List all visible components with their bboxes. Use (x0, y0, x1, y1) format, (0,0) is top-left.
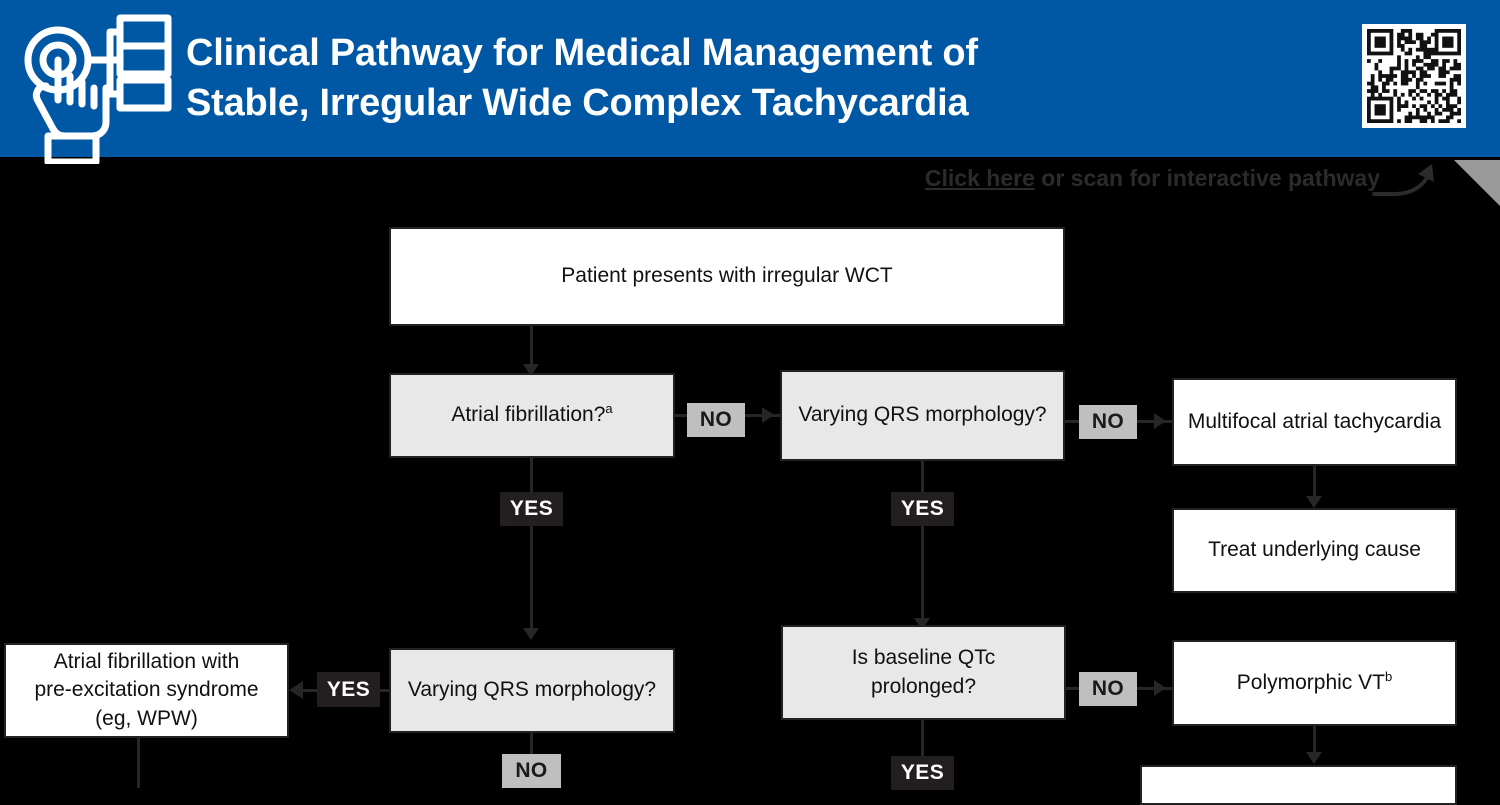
qr-code-canvas (1367, 29, 1461, 123)
connector-qtc-yes (921, 720, 924, 760)
page-title-line1: Clinical Pathway for Medical Management … (186, 32, 978, 74)
node-atrial-fibrillation-question-label: Atrial fibrillation?a (451, 401, 613, 427)
branch-label-varying-mid-no: NO (1079, 405, 1137, 439)
node-multifocal-atrial-tachycardia[interactable]: Multifocal atrial tachycardia (1172, 378, 1457, 466)
node-varying-qrs-lower[interactable]: Varying QRS morphology? (389, 648, 675, 733)
qr-code[interactable] (1362, 24, 1466, 128)
node-afib-preexcitation-line3: (eg, WPW) (95, 706, 198, 730)
arrowhead-qtc-no (1154, 680, 1166, 696)
branch-label-varying-low-yes: YES (317, 672, 380, 707)
arrowhead-varying-low-yes (289, 681, 303, 699)
connector-start-to-afib (530, 326, 533, 366)
page-title: Clinical Pathway for Medical Management … (186, 28, 1306, 128)
node-atrial-fibrillation-question[interactable]: Atrial fibrillation?a (389, 373, 675, 458)
branch-label-afib-yes: YES (500, 492, 563, 526)
node-treat-underlying-cause[interactable]: Treat underlying cause (1172, 508, 1457, 593)
click-here-link[interactable]: Click here (924, 165, 1035, 191)
interactive-pathway-strip: Click here or scan for interactive pathw… (0, 160, 1500, 208)
node-afib-preexcitation-line2: pre-excitation syndrome (34, 678, 259, 702)
footnote-marker-a: a (605, 401, 613, 417)
node-baseline-qtc-line1: Is baseline QTc (851, 646, 996, 670)
page-title-line2: Stable, Irregular Wide Complex Tachycard… (186, 82, 969, 125)
arrowhead-afib-no (762, 407, 774, 423)
arrowhead-multifocal-to-treat (1306, 496, 1322, 508)
branch-label-afib-no: NO (687, 403, 745, 437)
node-treat-underlying-cause-label: Treat underlying cause (1208, 538, 1421, 562)
interactive-pathway-rest: or scan for interactive pathway (1034, 165, 1380, 191)
branch-label-qtc-no: NO (1079, 672, 1137, 706)
node-baseline-qtc-line2: prolonged? (870, 674, 977, 698)
branch-label-varying-mid-yes: YES (891, 492, 954, 526)
node-bottom-right-partial[interactable] (1140, 765, 1457, 805)
arrowhead-afib-yes (523, 628, 539, 640)
interactive-pathway-text: Click here or scan for interactive pathw… (925, 165, 1380, 192)
connector-polymorphic-to-next (1313, 726, 1316, 754)
branch-label-qtc-yes: YES (891, 756, 954, 790)
node-baseline-qtc-question[interactable]: Is baseline QTc prolonged? (781, 625, 1066, 720)
node-varying-qrs-lower-label: Varying QRS morphology? (407, 678, 657, 702)
node-afib-preexcitation-line1: Atrial fibrillation with (53, 650, 240, 674)
node-patient-presents-label: Patient presents with irregular WCT (561, 264, 893, 288)
node-multifocal-atrial-tachycardia-label: Multifocal atrial tachycardia (1187, 409, 1442, 433)
connector-afib-yes (530, 458, 533, 631)
node-polymorphic-vt[interactable]: Polymorphic VTb (1172, 640, 1457, 726)
footnote-marker-b: b (1384, 668, 1393, 684)
node-varying-qrs-middle-label: Varying QRS morphology? (798, 403, 1047, 427)
node-afib-preexcitation[interactable]: Atrial fibrillation with pre-excitation … (4, 643, 289, 738)
header-bar (0, 0, 1500, 157)
page-corner-fold (1454, 160, 1500, 206)
connector-varying-mid-yes (921, 461, 924, 621)
arrowhead-polymorphic-to-next (1306, 752, 1322, 764)
hand-tapping-flowchart-icon (14, 14, 174, 166)
connector-multifocal-to-treat (1313, 466, 1316, 498)
node-polymorphic-vt-label: Polymorphic VTb (1236, 668, 1393, 694)
branch-label-varying-low-no: NO (502, 754, 561, 788)
connector-afib-preexcitation-down (137, 738, 140, 788)
curved-arrow-up-right-icon (1372, 164, 1434, 196)
arrowhead-varying-mid-no (1154, 413, 1166, 429)
node-varying-qrs-middle[interactable]: Varying QRS morphology? (780, 370, 1065, 461)
node-patient-presents[interactable]: Patient presents with irregular WCT (389, 227, 1065, 326)
